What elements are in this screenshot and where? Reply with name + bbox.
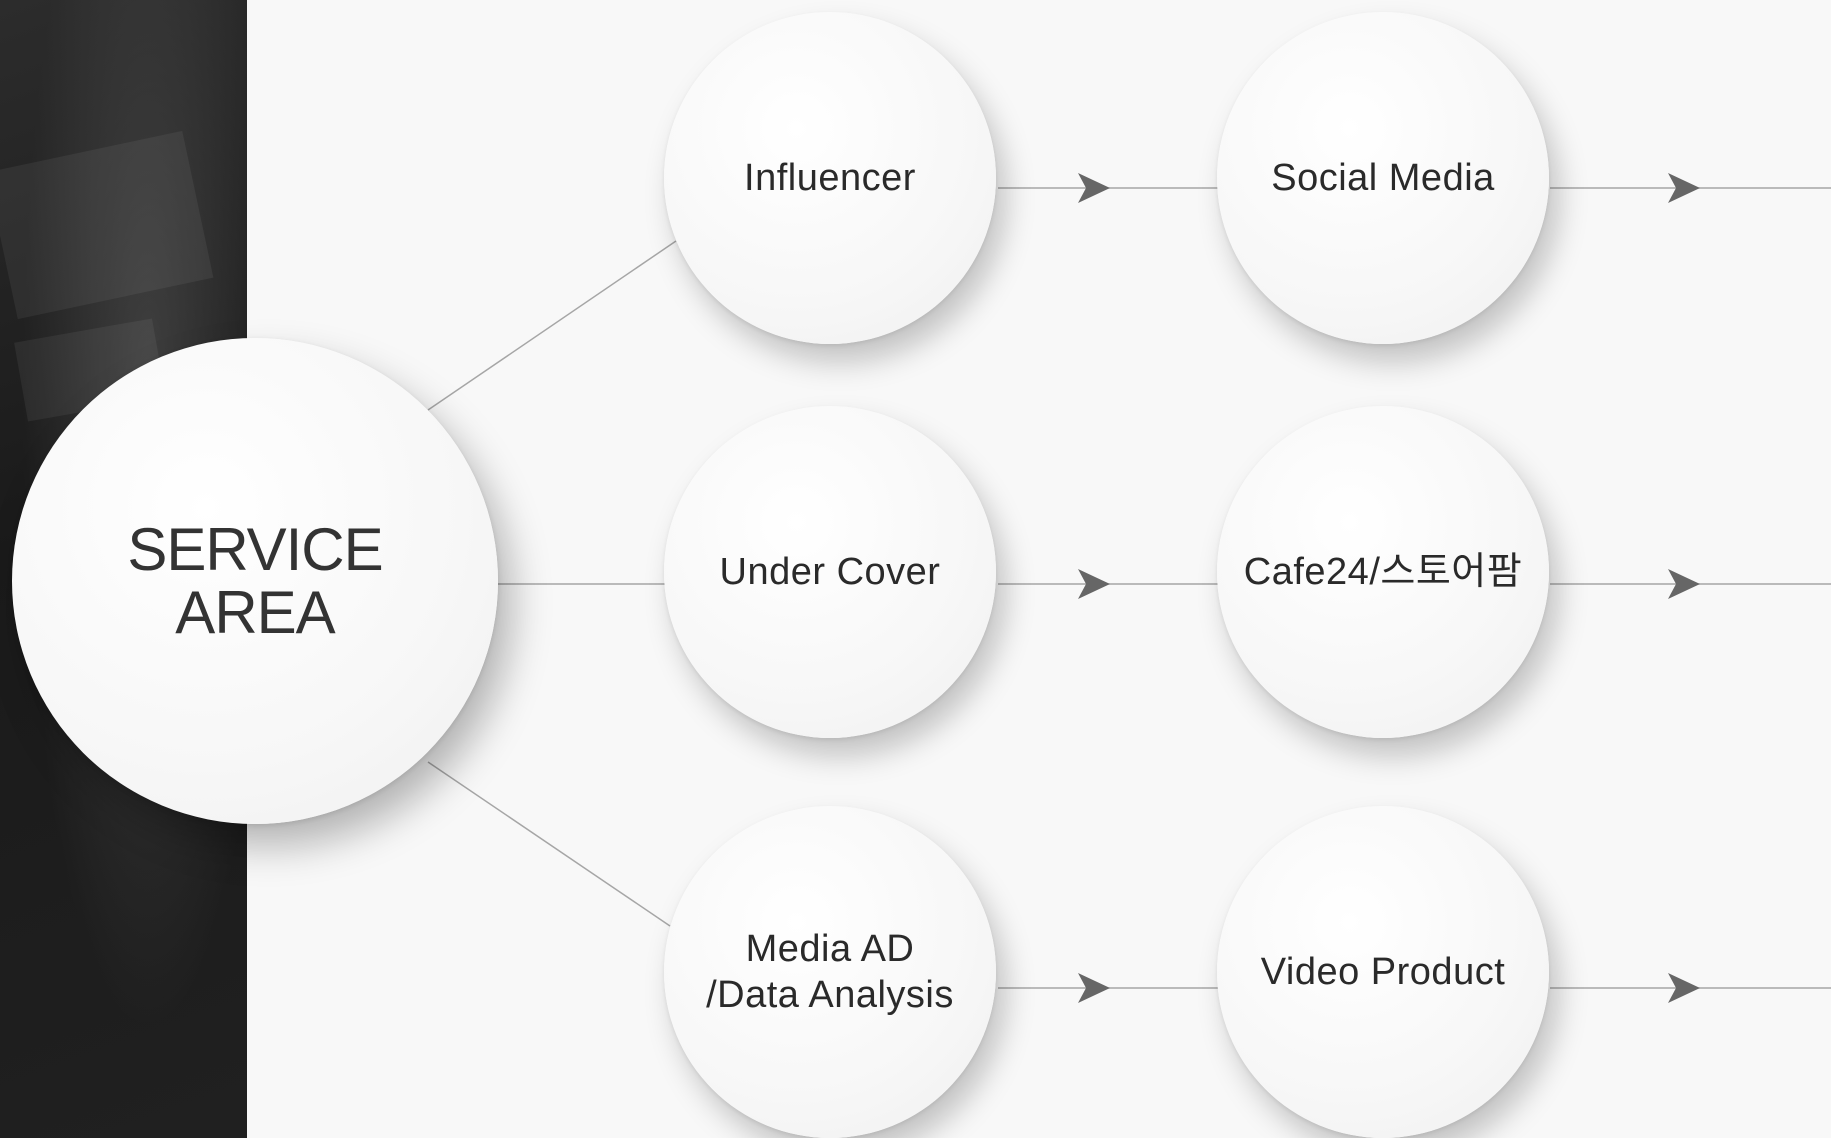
cafe24-node: Cafe24/스토어팜 <box>1217 406 1549 738</box>
connector-center-mediaad <box>427 761 671 927</box>
arrow-icon <box>1078 173 1110 203</box>
arrow-icon <box>1078 569 1110 599</box>
arrow-icon <box>1668 973 1700 1003</box>
video-product-node: Video Product <box>1217 806 1549 1138</box>
arrow-icon <box>1668 173 1700 203</box>
media-ad-node: Media AD /Data Analysis <box>664 806 996 1138</box>
arrow-icon <box>1078 973 1110 1003</box>
service-area-label: SERVICE AREA <box>127 516 383 646</box>
arrow-icon <box>1668 569 1700 599</box>
under-cover-node: Under Cover <box>664 406 996 738</box>
influencer-node: Influencer <box>664 12 996 344</box>
service-area-node: SERVICE AREA <box>12 338 498 824</box>
node-label: Cafe24/스토어팜 <box>1243 550 1523 593</box>
node-label: Under Cover <box>719 550 941 593</box>
social-media-node: Social Media <box>1217 12 1549 344</box>
node-label: Video Product <box>1260 950 1506 993</box>
node-label: Social Media <box>1271 156 1495 199</box>
connector-center-influencer <box>427 240 677 411</box>
node-label: Media AD /Data Analysis <box>706 927 954 1016</box>
node-label: Influencer <box>744 156 916 199</box>
